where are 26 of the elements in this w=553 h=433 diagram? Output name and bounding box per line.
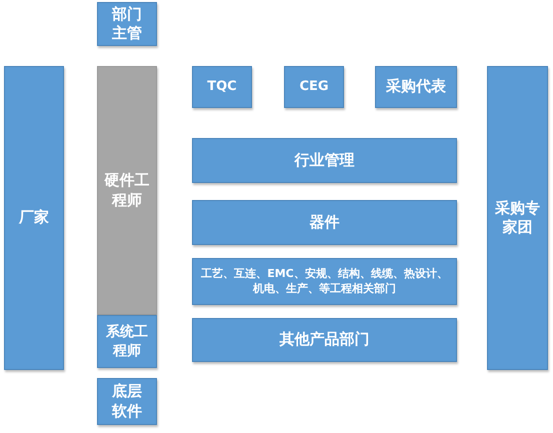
box-label: 部门主管 [112, 4, 142, 44]
box-label: 硬件工程师 [104, 171, 150, 210]
box-label: 底层软件 [112, 382, 142, 421]
label-box [192, 318, 457, 362]
label-box [375, 66, 457, 108]
label-box [192, 66, 252, 108]
box-label: 工艺、互连、EMC、安规、结构、线缆、热设计、机电、生产、等工程相关部门 [200, 267, 449, 296]
label-box [487, 66, 548, 370]
label-box [192, 258, 457, 305]
box-label: 行业管理 [294, 150, 354, 170]
label-box [192, 200, 457, 245]
box-label: CEG [299, 78, 329, 96]
label-box [97, 66, 157, 315]
box-label: 采购代表 [386, 77, 446, 97]
label-box [192, 138, 457, 183]
label-box [97, 378, 157, 425]
label-box [97, 315, 157, 368]
box-label: TQC [207, 78, 237, 96]
box-label: 器件 [310, 212, 340, 232]
box-label: 其他产品部门 [280, 330, 370, 350]
label-box [4, 66, 64, 370]
box-label: 厂家 [19, 208, 49, 228]
label-box [284, 66, 344, 108]
box-label: 采购专家团 [494, 198, 540, 238]
box-label: 系统工程师 [105, 323, 149, 360]
label-box [97, 2, 157, 46]
